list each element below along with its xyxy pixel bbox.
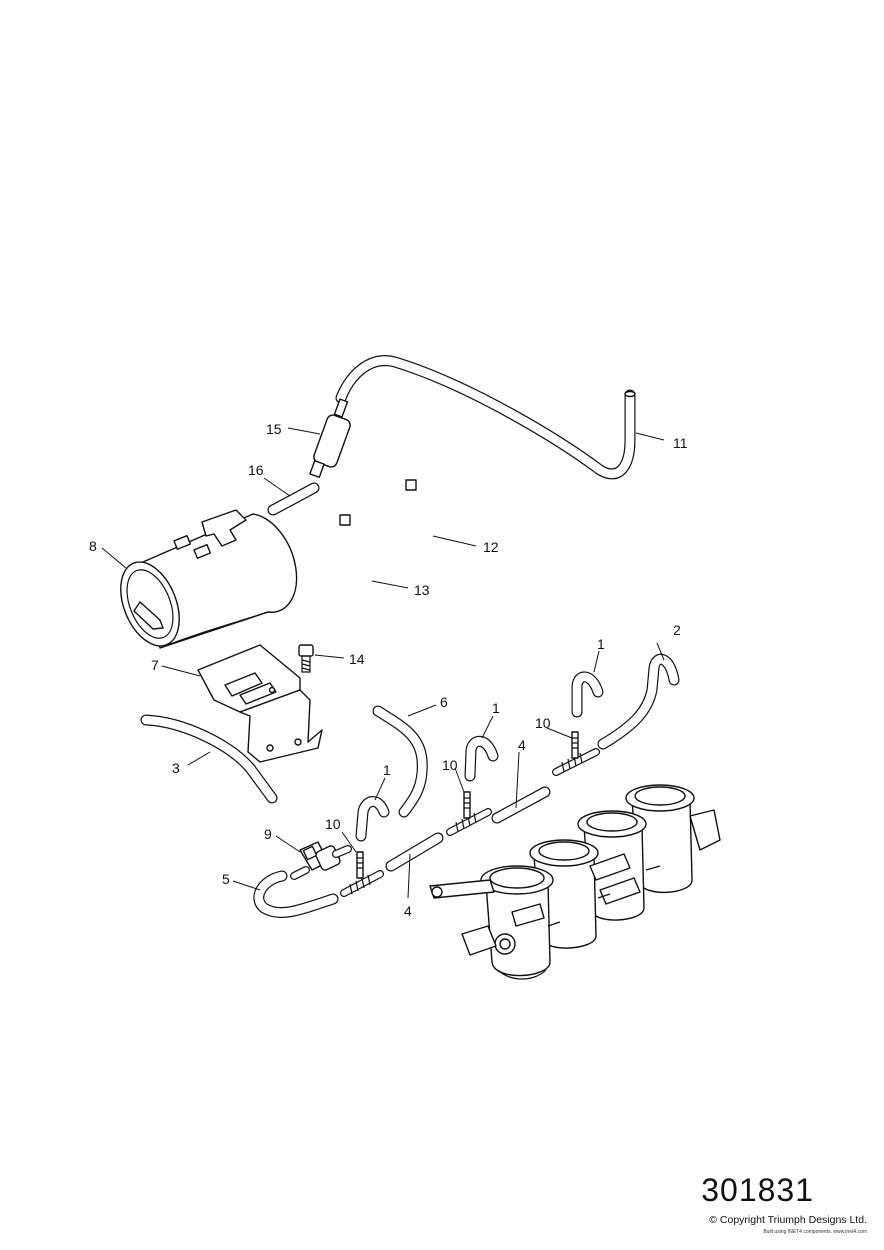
callout-1-a: 1 [383, 762, 391, 778]
callout-6: 6 [440, 694, 448, 710]
callout-16: 16 [248, 462, 264, 478]
hose-part-4-a [385, 832, 444, 872]
callout-5: 5 [222, 871, 230, 887]
callout-9: 9 [264, 826, 272, 842]
callout-10-b: 10 [442, 757, 458, 773]
callout-10-a: 10 [325, 816, 341, 832]
clip-part-13 [317, 514, 375, 594]
filter-part-15 [309, 398, 351, 478]
callout-labels: 15 16 11 12 13 8 14 7 3 2 1 1 1 10 10 10… [89, 421, 688, 919]
callout-15: 15 [266, 421, 282, 437]
callout-2: 2 [673, 622, 681, 638]
hose-part-4-b [491, 786, 551, 824]
callout-7: 7 [151, 657, 159, 673]
bracket-part-7 [197, 644, 323, 763]
hose-part-11 [335, 355, 636, 480]
throttle-body-assembly [429, 784, 721, 980]
t-connector-part-10-a [340, 851, 384, 897]
callout-11: 11 [673, 435, 688, 451]
callout-4-a: 4 [404, 903, 412, 919]
canister-part-8 [120, 509, 298, 649]
callout-10-c: 10 [535, 715, 551, 731]
elbow-hose-part-1-a [355, 796, 390, 842]
callout-13: 13 [414, 582, 430, 598]
elbow-hose-part-1-b [464, 735, 499, 782]
callout-12: 12 [483, 539, 499, 555]
hose-part-6 [372, 705, 428, 818]
t-connector-part-10-b [446, 791, 492, 836]
hose-part-16 [267, 482, 320, 516]
t-connector-part-10-c [552, 731, 600, 776]
hose-part-2 [597, 653, 680, 750]
valve-part-9 [290, 841, 352, 880]
hose-part-5 [253, 870, 339, 919]
built-with-note: Built using INET4 components. www.inet4.… [763, 1229, 867, 1235]
callout-1-b: 1 [492, 700, 500, 716]
clip-part-12 [383, 479, 441, 551]
hose-part-3 [140, 714, 278, 804]
callout-8: 8 [89, 538, 97, 554]
callout-14: 14 [349, 651, 365, 667]
callout-1-c: 1 [597, 636, 605, 652]
leader-lines [101, 427, 665, 899]
callout-4-b: 4 [518, 737, 526, 753]
elbow-hose-part-1-c [571, 671, 604, 718]
callout-3: 3 [172, 760, 180, 776]
drawing-number: 301831 [701, 1172, 814, 1208]
copyright-notice: © Copyright Triumph Designs Ltd. [709, 1214, 867, 1226]
screw-part-14 [298, 644, 314, 673]
